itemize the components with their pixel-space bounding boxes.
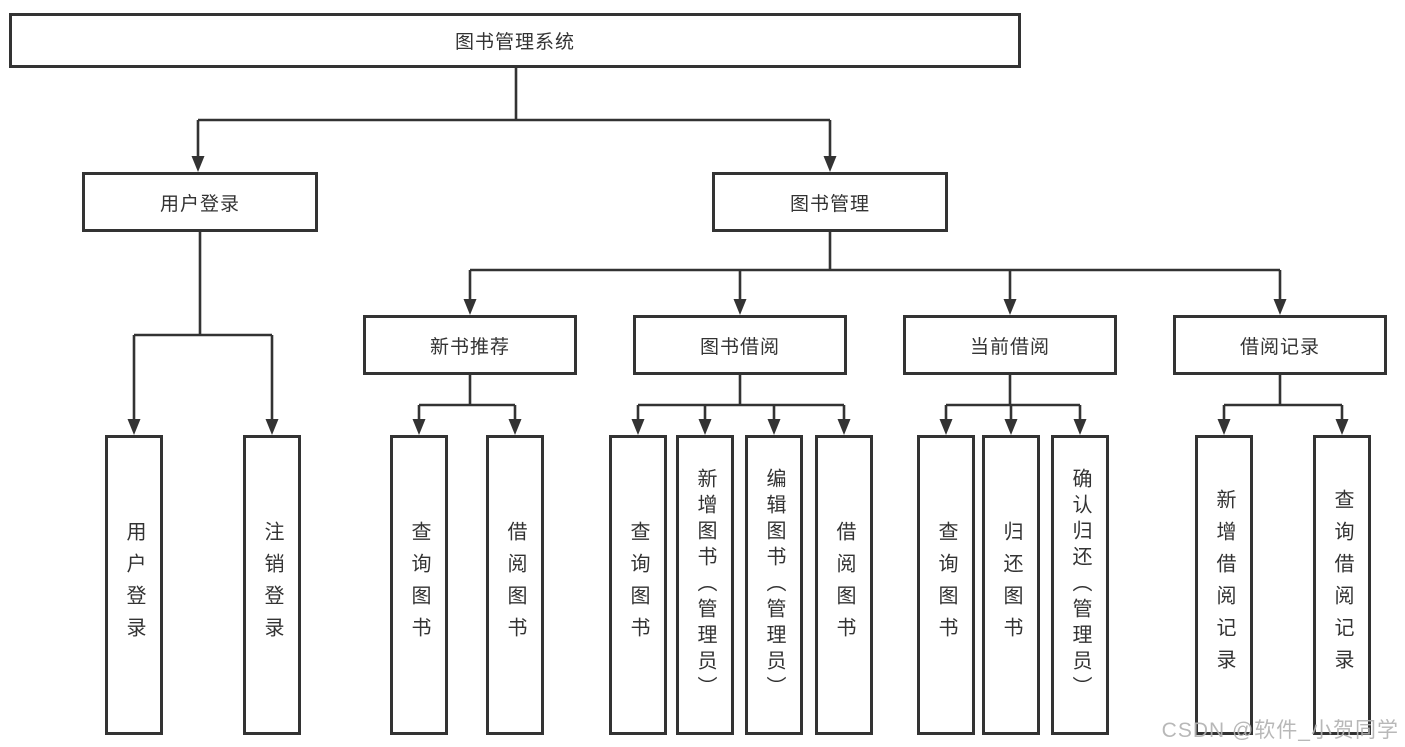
leaf-query-books-current-label: 查询图书 [935,521,957,649]
leaf-edit-books-admin: 编辑图书（管理员） [745,435,803,735]
leaf-add-books-admin: 新增图书（管理员） [676,435,734,735]
node-new-book-recommendation-label: 新书推荐 [429,336,510,358]
leaf-query-books-current: 查询图书 [917,435,975,735]
leaf-user-login-label: 用户登录 [123,521,145,649]
node-borrowing-records-label: 借阅记录 [1239,336,1320,358]
node-book-borrowing: 图书借阅 [633,315,847,375]
branch-book-management: 图书管理 [712,172,948,232]
leaf-borrow-books-recommend-label: 借阅图书 [504,521,526,649]
leaf-logout-label: 注销登录 [261,521,283,649]
root-node-label: 图书管理系统 [454,32,575,53]
csdn-watermark: CSDN @软件_小贺同学 [1161,719,1399,742]
leaf-query-books-recommend: 查询图书 [390,435,448,735]
node-borrowing-records: 借阅记录 [1173,315,1387,375]
node-current-borrowing: 当前借阅 [903,315,1117,375]
root-node-library-system: 图书管理系统 [9,13,1021,68]
node-new-book-recommendation: 新书推荐 [363,315,577,375]
leaf-borrow-books-recommend: 借阅图书 [486,435,544,735]
leaf-confirm-return-admin: 确认归还（管理员） [1051,435,1109,735]
leaf-return-books: 归还图书 [982,435,1040,735]
node-book-borrowing-label: 图书借阅 [699,336,780,358]
leaf-query-books-borrowing-label: 查询图书 [627,521,649,649]
leaf-add-books-admin-label: 新增图书（管理员） [694,468,716,702]
leaf-logout: 注销登录 [243,435,301,735]
leaf-add-borrow-record-label: 新增借阅记录 [1213,489,1235,681]
leaf-add-borrow-record: 新增借阅记录 [1195,435,1253,735]
leaf-borrow-books-label: 借阅图书 [833,521,855,649]
leaf-return-books-label: 归还图书 [1000,521,1022,649]
leaf-query-borrow-record-label: 查询借阅记录 [1331,489,1353,681]
leaf-user-login: 用户登录 [105,435,163,735]
leaf-query-books-recommend-label: 查询图书 [408,521,430,649]
leaf-query-books-borrowing: 查询图书 [609,435,667,735]
leaf-edit-books-admin-label: 编辑图书（管理员） [763,468,785,702]
leaf-borrow-books: 借阅图书 [815,435,873,735]
arrowhead-group [127,156,1349,435]
branch-user-login: 用户登录 [82,172,318,232]
leaf-query-borrow-record: 查询借阅记录 [1313,435,1371,735]
branch-book-management-label: 图书管理 [789,193,870,215]
node-current-borrowing-label: 当前借阅 [969,336,1050,358]
branch-user-login-label: 用户登录 [159,193,240,215]
leaf-confirm-return-admin-label: 确认归还（管理员） [1069,468,1091,702]
